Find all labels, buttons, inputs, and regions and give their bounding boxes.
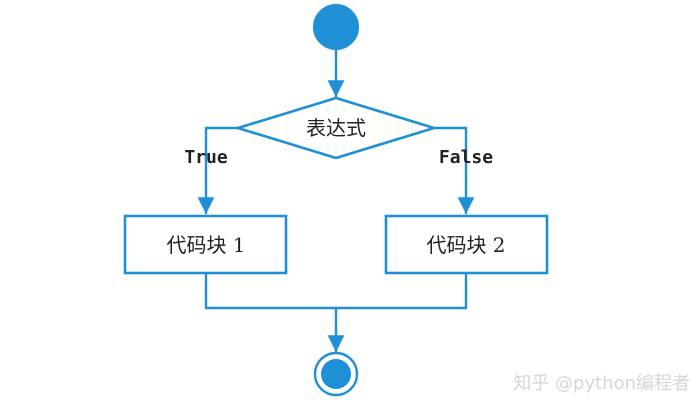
decision-diamond [233, 96, 439, 160]
false-branch-arrow [434, 126, 475, 214]
code-block-2 [384, 214, 549, 275]
end-node-inner [321, 359, 351, 389]
block-2-merge-line [336, 273, 468, 310]
true-branch-label: True [184, 147, 228, 168]
start-node [313, 4, 359, 50]
code-block-2-label: 代码块 2 [426, 233, 505, 257]
true-branch-arrow [197, 126, 238, 214]
block-1-merge-line [204, 273, 336, 310]
false-branch-label: False [439, 147, 493, 168]
watermark-text: 知乎 @python编程者 [513, 373, 690, 394]
code-block-1 [123, 214, 288, 275]
code-block-1-label: 代码块 1 [166, 233, 245, 257]
decision-label: 表达式 [306, 116, 366, 140]
